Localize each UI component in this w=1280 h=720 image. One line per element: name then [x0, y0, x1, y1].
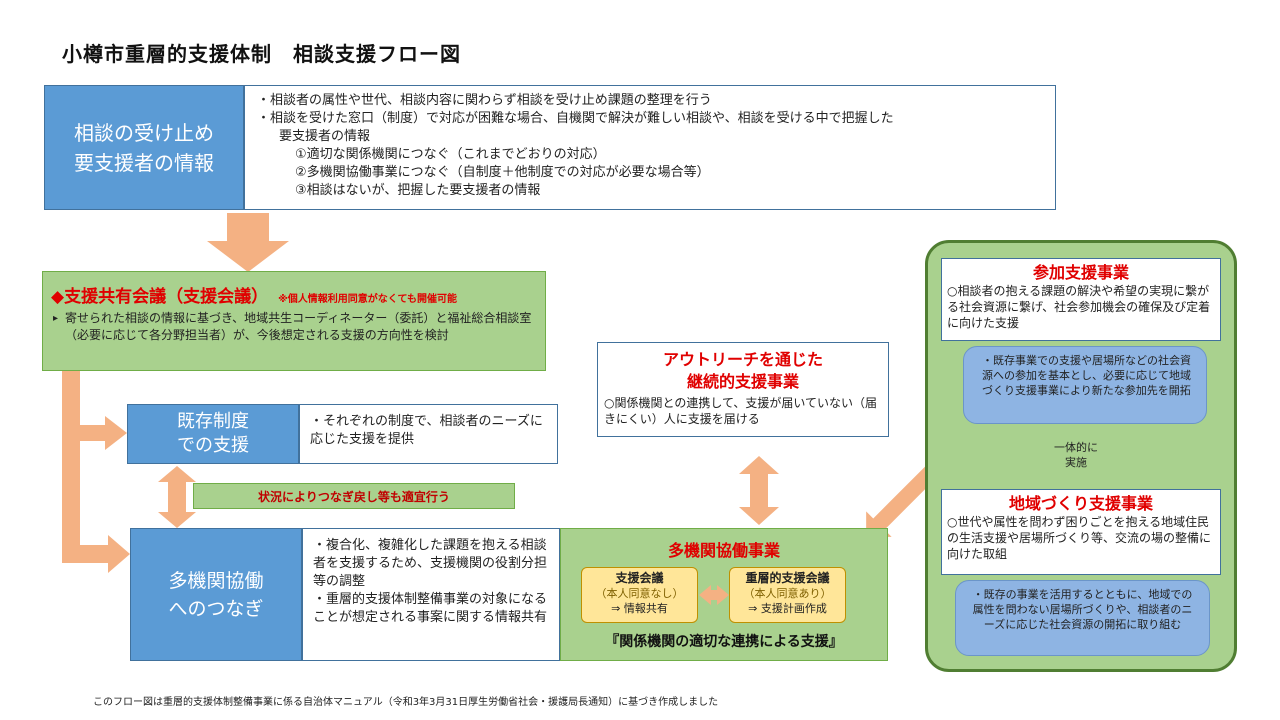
layered-meeting-title: 重層的支援会議 — [745, 571, 830, 585]
intake-line: ・相談を受けた窓口（制度）で対応が困難な場合、自機関で解決が難しい相談や、相談を… — [257, 111, 894, 126]
branch-to-existing-shaft — [80, 425, 105, 441]
collab-slogan: 『関係機関の適切な連携による支援』 — [605, 634, 843, 650]
outreach-support-box: アウトリーチを通じた 継続的支援事業 ○関係機関との連携して、支援が届いていない… — [597, 342, 889, 437]
intake-option: ②多機関協働事業につなぐ（自制度＋他制度での対応が必要な場合等） — [295, 165, 710, 180]
page-title: 小樽市重層的支援体制 相談支援フロー図 — [62, 42, 461, 66]
support-meeting-title: 支援会議 — [615, 571, 664, 585]
multi-item: ・複合化、複雑化した課題を抱える相談者を支援するため、支援機関の役割分担等の調整 — [313, 538, 548, 589]
meeting-note: ※個人情報利用同意がなくても開催可能 — [278, 294, 457, 305]
layered-meeting-sub: （本人同意あり） — [743, 587, 832, 600]
intake-label-line2: 要支援者の情報 — [74, 150, 214, 175]
outreach-description: ○関係機関との連携して、支援が届いていない（届きにくい）人に支援を届ける — [604, 396, 878, 426]
intake-line: ・相談者の属性や世代、相談内容に関わらず相談を受け止め課題の整理を行う — [257, 93, 712, 108]
participation-description: ○相談者の抱える課題の解決や希望の実現に繋がる社会資源に繋げ、社会参加機会の確保… — [947, 284, 1211, 330]
support-meeting-result: ⇒ 情報共有 — [611, 602, 668, 615]
meeting-link-double-arrow — [699, 585, 729, 605]
double-arrow-existing-multi — [158, 466, 196, 528]
intake-description-box: ・相談者の属性や世代、相談内容に関わらず相談を受け止め課題の整理を行う ・相談を… — [244, 85, 1056, 210]
multi-agency-description-box: ・複合化、複雑化した課題を抱える相談者を支援するため、支援機関の役割分担等の調整… — [302, 528, 560, 661]
outreach-title-line2: 継続的支援事業 — [686, 372, 799, 391]
existing-label-line1: 既存制度 — [177, 411, 249, 432]
multi-agency-label-box: 多機関協働 へのつなぎ — [130, 528, 302, 661]
footnote: このフロー図は重層的支援体制整備事業に係る自治体マニュアル（令和3年3月31日厚… — [93, 697, 719, 708]
outreach-title: アウトリーチを通じた 継続的支援事業 — [598, 349, 888, 393]
meeting-description: 寄せられた相談の情報に基づき、地域共生コーディネーター（委託）と福祉総合相談室（… — [51, 310, 537, 344]
intake-label-box: 相談の受け止め 要支援者の情報 — [44, 85, 244, 210]
multi-agency-collaboration-box: 多機関協働事業 支援会議 （本人同意なし） ⇒ 情報共有 重層的支援会議 （本人… — [560, 528, 888, 661]
meeting-link-arrow — [699, 585, 729, 605]
intake-option: ③相談はないが、把握した要支援者の情報 — [295, 183, 541, 198]
layered-meeting-result: ⇒ 支援計画作成 — [748, 602, 827, 615]
existing-label-line2: での支援 — [177, 435, 249, 456]
participation-note-bubble: ・既存事業での支援や居場所などの社会資源への参加を基本とし、必要に応じて地域づく… — [963, 346, 1207, 424]
collab-title: 多機関協働事業 — [667, 541, 780, 560]
support-sharing-meeting-box: ◆支援共有会議（支援会議） ※個人情報利用同意がなくても開催可能 寄せられた相談の… — [42, 271, 546, 371]
community-note-bubble: ・既存の事業を活用するとともに、地域での属性を問わない居場所づくりや、相談者のニ… — [955, 580, 1210, 656]
intake-label-line1: 相談の受け止め — [74, 120, 214, 145]
existing-system-description: ・それぞれの制度で、相談者のニーズに応じた支援を提供 — [299, 404, 558, 464]
double-arrow-outreach-collab — [739, 456, 779, 525]
down-arrow-intake-to-meeting — [207, 213, 289, 272]
participation-title: 参加支援事業 — [1032, 263, 1129, 282]
meeting-title: ◆支援共有会議（支援会議） — [51, 287, 269, 307]
layered-support-meeting-box: 重層的支援会議 （本人同意あり） ⇒ 支援計画作成 — [729, 567, 846, 623]
arrow-to-multi-head — [108, 535, 130, 573]
unified-implementation-label: 一体的に実施 — [1054, 441, 1098, 469]
arrow-to-existing-head — [105, 416, 127, 450]
participation-support-box: 参加支援事業 ○相談者の抱える課題の解決や希望の実現に繋がる社会資源に繋げ、社会… — [941, 258, 1221, 341]
multi-label-line2: へのつなぎ — [168, 597, 264, 620]
outreach-title-line1: アウトリーチを通じた — [662, 350, 823, 369]
support-meeting-box: 支援会議 （本人同意なし） ⇒ 情報共有 — [581, 567, 698, 623]
intake-option: ①適切な関係機関につなぐ（これまでどおりの対応） — [295, 147, 606, 162]
branch-to-multi-shaft — [80, 545, 108, 563]
return-note-bar: 状況によりつなぎ戻し等も適宜行う — [193, 483, 515, 509]
community-title: 地域づくり支援事業 — [1008, 494, 1153, 513]
branch-vertical-line — [62, 371, 80, 563]
community-building-box: 地域づくり支援事業 ○世代や属性を問わず困りごとを抱える地域住民の生活支援や居場… — [941, 489, 1221, 575]
intake-line: 要支援者の情報 — [279, 129, 371, 144]
existing-system-label-box: 既存制度 での支援 — [127, 404, 299, 464]
community-description: ○世代や属性を問わず困りごとを抱える地域住民の生活支援や居場所づくり等、交流の場… — [947, 515, 1212, 561]
support-meeting-sub: （本人同意なし） — [595, 587, 684, 600]
multi-item: ・重層的支援体制整備事業の対象になることが想定される事案に関する情報共有 — [313, 592, 548, 625]
multi-label-line1: 多機関協働 — [168, 569, 264, 592]
